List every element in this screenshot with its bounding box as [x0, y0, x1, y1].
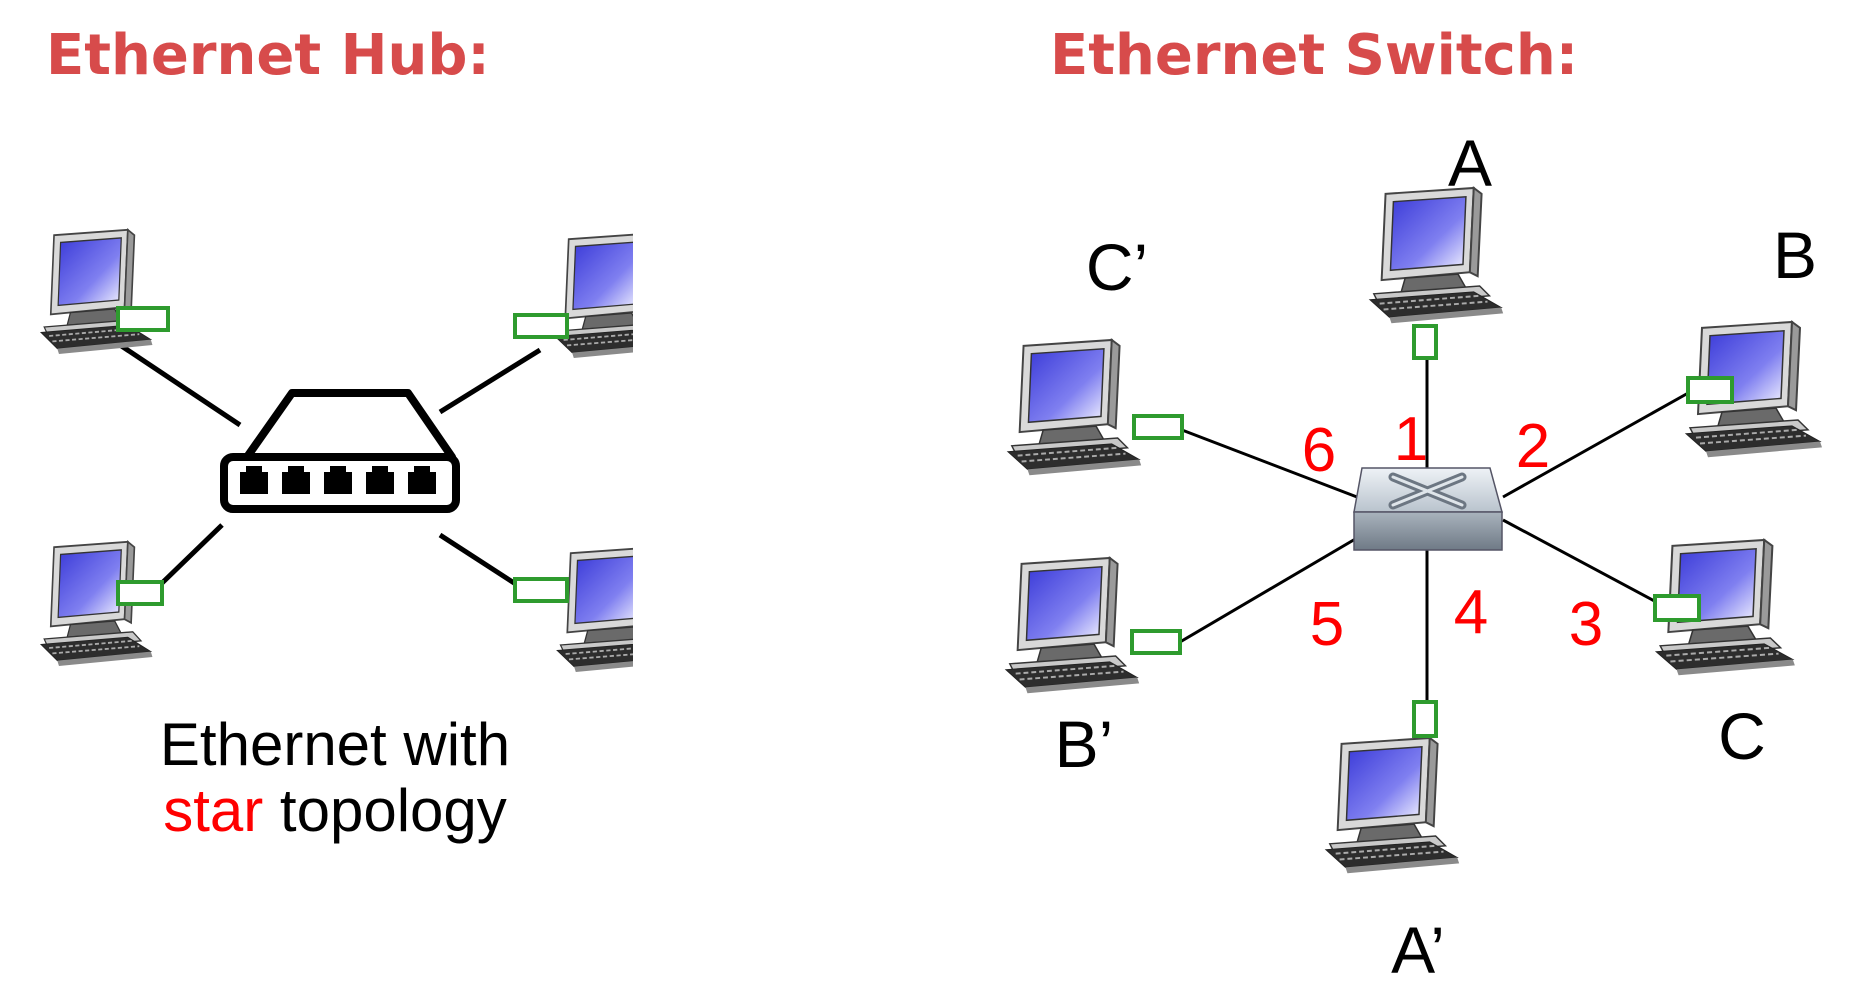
switch-heading: Ethernet Switch: [1050, 23, 1579, 88]
switch-host-A-prime [1324, 700, 1461, 875]
hub-host-bottom-right [513, 546, 633, 673]
hub-caption: Ethernet with star topology [100, 712, 570, 844]
switch-link-3 [1502, 518, 1661, 606]
port-number-4: 4 [1453, 578, 1489, 647]
port-number-5: 5 [1309, 590, 1345, 659]
switch-link-5 [1179, 536, 1358, 644]
host-label-C: C [1718, 699, 1766, 773]
switch-host-B-prime [1004, 556, 1182, 695]
nic-icon [1130, 629, 1182, 655]
hub-host-top-left [40, 228, 170, 355]
hub-link [118, 342, 242, 428]
nic-icon [116, 580, 164, 606]
ethernet-switch-icon [1353, 467, 1503, 551]
host-label-A-prime: A’ [1391, 913, 1445, 987]
port-number-3: 3 [1568, 590, 1604, 659]
host-label-B: B [1772, 218, 1818, 292]
hub-host-top-right [513, 232, 633, 359]
hub-caption-line1: Ethernet with [159, 711, 511, 778]
hub-caption-rest: topology [263, 777, 507, 844]
port-number-2: 2 [1515, 412, 1551, 481]
switch-link-2 [1502, 390, 1691, 499]
port-number-1: 1 [1393, 405, 1429, 474]
nic-icon [1412, 324, 1438, 360]
hub-link [438, 347, 542, 415]
switch-host-C-prime [1006, 338, 1184, 477]
hub-link [158, 523, 224, 587]
switch-host-C [1653, 538, 1796, 677]
switch-host-B [1685, 320, 1823, 459]
nic-icon [513, 577, 569, 603]
host-label-A: A [1447, 126, 1493, 200]
host-label-B-prime: B’ [1054, 707, 1114, 781]
hub-caption-star: star [163, 777, 264, 844]
port-number-6: 6 [1301, 416, 1337, 485]
ethernet-hub-icon [220, 389, 460, 513]
nic-icon [1132, 414, 1184, 440]
hub-diagram [40, 228, 633, 673]
hub-caption-line2: star topology [100, 778, 570, 844]
nic-icon [513, 313, 569, 339]
host-label-C-prime: C’ [1085, 230, 1149, 304]
nic-icon [1412, 700, 1438, 738]
switch-host-A [1368, 186, 1505, 360]
nic-icon [116, 306, 170, 332]
hub-host-bottom-left [40, 540, 164, 667]
nic-icon [1653, 594, 1701, 622]
hub-heading: Ethernet Hub: [46, 23, 490, 88]
switch-link-6 [1181, 428, 1358, 499]
nic-icon [1686, 376, 1734, 404]
switch-diagram [1004, 186, 1823, 875]
